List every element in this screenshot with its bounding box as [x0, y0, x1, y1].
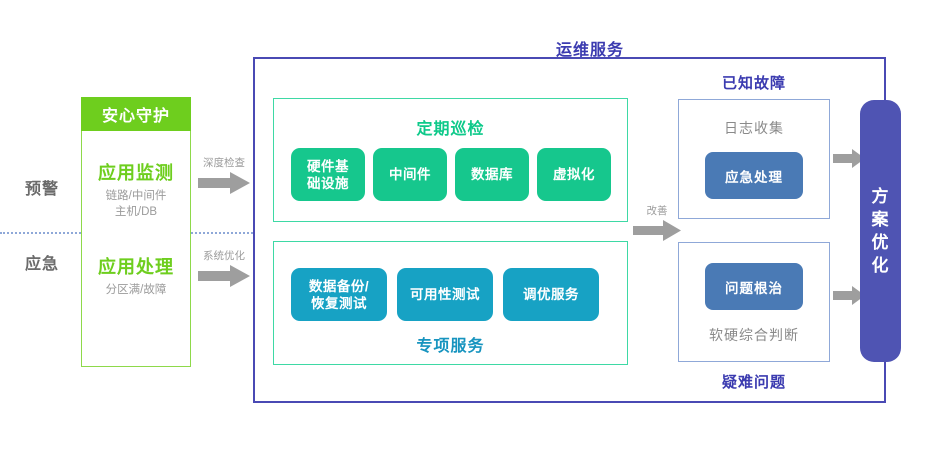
app-handling-subtext-line1: 分区满/故障 [105, 284, 167, 296]
inspection-item-middleware-label: 中间件 [389, 167, 431, 182]
arrow-right-icon [633, 220, 681, 241]
axis-label-emergency: 应急 [24, 256, 59, 273]
connector-deep-check: 深度检查 [196, 155, 252, 194]
arrow-right-icon [833, 286, 865, 305]
solution-optimization-char-4: 化 [871, 256, 890, 275]
special-item-tuning[interactable]: 调优服务 [503, 268, 599, 321]
log-collection-label: 日志收集 [724, 120, 784, 136]
assurance-card [81, 128, 191, 367]
inspection-item-virtualization-label: 虚拟化 [553, 167, 595, 182]
app-monitoring-subtext: 链路/中间件 主机/DB [81, 188, 191, 222]
inspection-item-virtualization[interactable]: 虚拟化 [537, 148, 611, 201]
arrow-right-icon [833, 149, 865, 168]
connector-system-optimize: 系统优化 [196, 248, 252, 287]
app-handling-title: 应用处理 [98, 257, 174, 277]
special-item-availability-test[interactable]: 可用性测试 [397, 268, 493, 321]
app-monitoring-subtext-line2: 主机/DB [114, 206, 158, 218]
connector-improve-label: 改善 [646, 205, 668, 217]
assurance-card-header: 安心守护 [81, 97, 191, 131]
app-monitoring-subtext-line1: 链路/中间件 [105, 190, 167, 202]
arrow-right-icon [198, 172, 250, 194]
special-service-title: 专项服务 [416, 338, 485, 355]
connector-improve: 改善 [632, 203, 682, 241]
app-handling-subtext: 分区满/故障 [81, 282, 191, 300]
solution-optimization-char-2: 案 [871, 210, 890, 229]
regular-inspection-title: 定期巡检 [416, 121, 485, 138]
known-fault-caption: 已知故障 [721, 74, 786, 92]
inspection-item-database[interactable]: 数据库 [455, 148, 529, 201]
solution-optimization-char-1: 方 [871, 187, 890, 206]
connector-deep-check-label: 深度检查 [203, 157, 245, 169]
special-item-availability-test-label: 可用性测试 [410, 287, 480, 302]
inspection-item-middleware[interactable]: 中间件 [373, 148, 447, 201]
connector-system-optimize-label: 系统优化 [203, 250, 245, 262]
emergency-handling-button[interactable]: 应急处理 [705, 152, 803, 199]
solution-optimization-bar: 方 案 优 化 [860, 100, 901, 362]
inspection-item-hardware-line1: 硬件基 [307, 158, 349, 174]
special-item-backup[interactable]: 数据备份/ 恢复测试 [291, 268, 387, 321]
app-monitoring-title: 应用监测 [98, 163, 174, 183]
inspection-item-hardware-line2: 础设施 [307, 175, 349, 191]
arrow-right-icon [198, 265, 250, 287]
special-item-backup-line1: 数据备份/ [308, 278, 370, 294]
inspection-item-database-label: 数据库 [471, 167, 513, 182]
diagram-title: 运维服务 [555, 42, 624, 59]
solution-optimization-char-3: 优 [871, 233, 890, 252]
difficult-problem-caption: 疑难问题 [721, 373, 786, 391]
inspection-item-hardware[interactable]: 硬件基 础设施 [291, 148, 365, 201]
hw-sw-judgement-label: 软硬综合判断 [709, 327, 799, 343]
axis-label-warning: 预警 [24, 181, 59, 198]
root-cause-fix-button[interactable]: 问题根治 [705, 263, 803, 310]
special-item-tuning-label: 调优服务 [523, 287, 579, 302]
special-item-backup-line2: 恢复测试 [311, 295, 367, 311]
